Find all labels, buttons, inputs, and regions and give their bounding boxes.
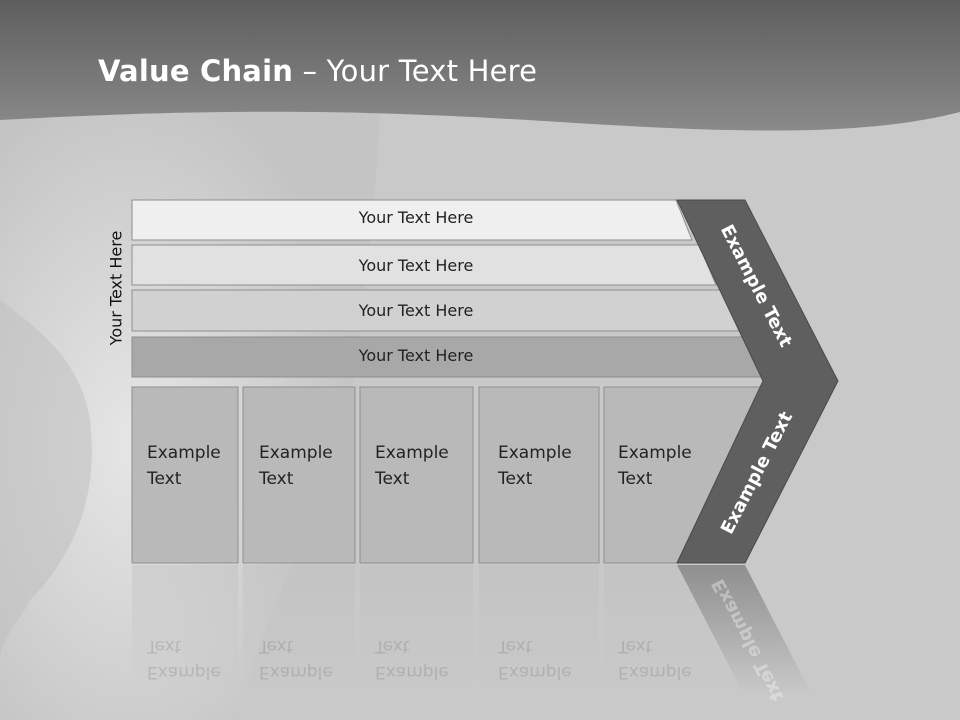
column-reflection-3 [360, 565, 473, 695]
column-label-1-line2: Text [147, 469, 182, 489]
column-label-5-line1: Example [618, 443, 692, 463]
column-shape-2 [242, 386, 356, 564]
header-band [0, 0, 960, 131]
column-reflection-1 [132, 565, 238, 695]
column-shape-1 [131, 386, 239, 564]
portrait-shadow [0, 300, 92, 660]
column-reflection-5-line1: Example [618, 662, 692, 682]
column-label-3-line1: Example [375, 443, 449, 463]
column-reflection-5 [604, 565, 740, 695]
column-label-2: Example Text [259, 440, 333, 492]
row-label-1: Your Text Here [358, 208, 474, 227]
row-shape-1 [131, 199, 693, 241]
column-label-1: Example Text [147, 440, 221, 492]
column-label-2-line1: Example [259, 443, 333, 463]
row-label-3: Your Text Here [358, 301, 474, 320]
slide-title-bold: Value Chain [98, 54, 294, 88]
column-label-3-line2: Text [375, 469, 410, 489]
column-label-2-line2: Text [259, 469, 294, 489]
column-reflection-4-line1: Example [498, 662, 572, 682]
column-reflection-1-line2: Text [147, 636, 182, 656]
chevron-reflection [677, 565, 812, 695]
column-label-3: Example Text [375, 440, 449, 492]
column-reflection-5-line2: Text [618, 636, 653, 656]
column-reflection-3-line2: Text [375, 636, 410, 656]
column-reflection-4-line2: Text [498, 636, 533, 656]
chevron-shape [676, 199, 839, 564]
column-label-4-reflection: Example Text [498, 633, 572, 685]
column-reflection-1-line1: Example [147, 662, 221, 682]
row-label-2: Your Text Here [358, 256, 474, 275]
column-reflection-2-line1: Example [259, 662, 333, 682]
column-reflection-3-line1: Example [375, 662, 449, 682]
column-label-5-reflection: Example Text [618, 633, 692, 685]
side-label: Your Text Here [106, 230, 126, 346]
column-label-3-reflection: Example Text [375, 633, 449, 685]
slide-title: Value Chain – Your Text Here [98, 54, 537, 88]
column-label-5: Example Text [618, 440, 692, 492]
column-shape-3 [359, 386, 474, 564]
row-label-4: Your Text Here [358, 346, 474, 365]
column-label-4-line2: Text [498, 469, 533, 489]
column-label-1-reflection: Example Text [147, 633, 221, 685]
column-label-5-line2: Text [618, 469, 653, 489]
column-shape-4 [478, 386, 600, 564]
column-label-2-reflection: Example Text [259, 633, 333, 685]
column-label-4: Example Text [498, 440, 572, 492]
column-reflection-4 [479, 565, 599, 695]
row-shape-2 [131, 244, 717, 286]
column-reflection-2-line2: Text [259, 636, 294, 656]
column-reflection-2 [243, 565, 355, 695]
column-label-4-line1: Example [498, 443, 572, 463]
slide-title-rest: – Your Text Here [293, 54, 538, 88]
column-label-1-line1: Example [147, 443, 221, 463]
